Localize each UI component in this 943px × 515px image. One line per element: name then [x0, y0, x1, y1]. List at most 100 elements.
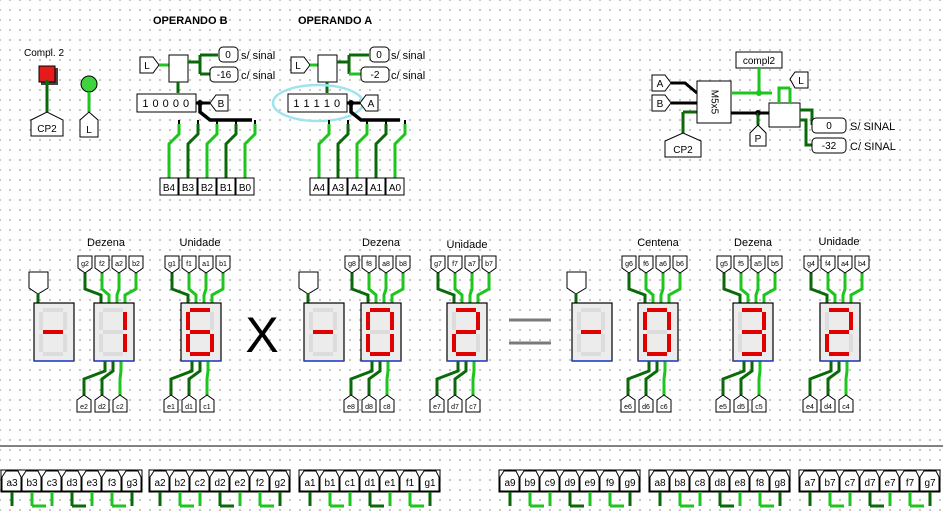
svg-text:d1: d1	[185, 404, 193, 411]
svg-text:a4: a4	[841, 261, 849, 268]
svg-text:B1: B1	[220, 183, 233, 194]
operand-a-wire-a1	[374, 124, 388, 178]
svg-text:f1: f1	[186, 261, 192, 268]
b-tens-tag-b2: b2	[128, 255, 144, 274]
r-hundreds-tag-g6: g6	[621, 255, 637, 274]
mult-in-a-tunnel: A	[651, 74, 672, 92]
bottom-tunnel-d7: d7	[859, 470, 884, 508]
operand-a-register	[317, 54, 338, 83]
bottom-tunnel-f7: f7	[899, 470, 924, 508]
operand-b-title: OPERANDO B	[153, 15, 228, 27]
operand-a-l-tunnel: L	[290, 56, 311, 74]
operand-b-input-pins[interactable]: 1 0 0 0 0	[136, 93, 197, 113]
svg-text:g3: g3	[126, 478, 138, 489]
operand-b-pin-b0: B0	[235, 177, 255, 196]
r-tens-tag-g5: g5	[716, 255, 732, 274]
mult-unsigned-label: S/ SINAL	[850, 121, 895, 133]
a-units-tag-f7: f7	[447, 255, 463, 274]
svg-text:B3: B3	[182, 183, 195, 194]
operand-a-wire-a2	[355, 124, 369, 178]
b-units-digit-segment-c	[210, 334, 214, 352]
operand-a-unsigned-probe: 0	[369, 46, 390, 63]
r-sign-digit-segment-b	[601, 312, 605, 330]
r-tens-digit-segment-d	[742, 352, 762, 356]
b-sign-digit-segment-d	[43, 352, 63, 356]
r-tens-digit-segment-a	[742, 308, 762, 312]
b-tens-tag-g2: g2	[77, 255, 93, 274]
operand-b-l-tunnel: L	[139, 56, 160, 74]
bottom-tunnel-b8: b8	[669, 470, 694, 508]
b-units-digit	[180, 302, 222, 362]
svg-text:A3: A3	[332, 183, 345, 194]
mult-compl2-tag: compl2	[735, 51, 783, 69]
svg-text:e2: e2	[234, 478, 246, 489]
operand-a-pin-a2: A2	[347, 177, 367, 196]
b-tens-tag-c2: c2	[112, 394, 128, 413]
a-units-tag-c7: c7	[465, 394, 481, 413]
r-hundreds-digit-segment-g	[647, 330, 667, 334]
svg-text:g4: g4	[807, 261, 815, 268]
svg-text:L: L	[86, 125, 92, 136]
svg-text:e1: e1	[167, 404, 175, 411]
operand-b-wire-b3	[186, 124, 200, 178]
operand-a-input-pins[interactable]: 1 1 1 1 0	[287, 93, 348, 113]
operand-a-wire-a3	[336, 124, 350, 178]
svg-text:c1: c1	[203, 404, 211, 411]
svg-text:b1: b1	[324, 478, 336, 489]
operand-a-pin-a1: A1	[366, 177, 386, 196]
bottom-tunnel-f2: f2	[249, 470, 274, 508]
svg-text:e6: e6	[624, 404, 632, 411]
mult-l-tunnel: L	[789, 71, 809, 89]
r-units-digit-segment-a	[829, 308, 849, 312]
b-units-tag-b1: b1	[215, 255, 231, 274]
svg-text:d3: d3	[66, 478, 78, 489]
r-tens-digit-segment-g	[742, 330, 762, 334]
b-tens-digit-segment-b	[123, 312, 127, 330]
b-sign-digit-segment-f	[39, 312, 43, 330]
svg-text:f2: f2	[256, 478, 265, 489]
svg-text:g8: g8	[774, 478, 786, 489]
r-hundreds-digit-segment-a	[647, 308, 667, 312]
svg-text:A2: A2	[351, 183, 364, 194]
b-units-tag-g1: g1	[164, 255, 180, 274]
b-sign-digit-segment-e	[39, 334, 43, 352]
compl-label: Compl. 2	[24, 48, 64, 59]
svg-text:b8: b8	[399, 261, 407, 268]
status-led	[80, 75, 98, 93]
operand-a-pin-a4: A4	[309, 177, 329, 196]
r-units-digit-segment-f	[825, 312, 829, 330]
bottom-tunnel-c7: c7	[839, 470, 860, 506]
a-sign-digit-segment-a	[313, 308, 333, 312]
bottom-tunnel-b9: b9	[519, 470, 544, 508]
a-units-tag-e7: e7	[429, 394, 445, 413]
r-tens-digit	[732, 302, 774, 362]
r-hundreds-tag-d6: d6	[638, 394, 654, 413]
a-tens-digit-segment-e	[366, 334, 370, 352]
operand-a-signed-probe: -2	[360, 66, 390, 83]
bottom-tunnel-c1: c1	[339, 470, 360, 506]
svg-text:a5: a5	[754, 261, 762, 268]
svg-text:f2: f2	[99, 261, 105, 268]
a-units-digit-segment-a	[456, 308, 476, 312]
bottom-tunnel-g8: g8	[769, 470, 790, 506]
bottom-tunnel-f3: f3	[101, 470, 126, 508]
bottom-tunnel-c3: c3	[41, 470, 62, 506]
svg-text:a3: a3	[6, 478, 18, 489]
svg-text:f7: f7	[906, 478, 915, 489]
r-hundreds-tag-f6: f6	[638, 255, 654, 274]
b-tens-digit-segment-d	[103, 352, 123, 356]
svg-text:d2: d2	[214, 478, 226, 489]
svg-text:c9: c9	[545, 478, 556, 489]
svg-text:A0: A0	[389, 183, 402, 194]
svg-text:a8: a8	[654, 478, 666, 489]
operand-a-pin-a3: A3	[328, 177, 348, 196]
operand-b-pin-b4: B4	[159, 177, 179, 196]
b-units-digit-segment-e	[186, 334, 190, 352]
svg-text:c3: c3	[47, 478, 58, 489]
b-units-label: Unidade	[180, 237, 221, 249]
r-units-digit-segment-g	[829, 330, 849, 334]
a-tens-tag-e8: e8	[343, 394, 359, 413]
